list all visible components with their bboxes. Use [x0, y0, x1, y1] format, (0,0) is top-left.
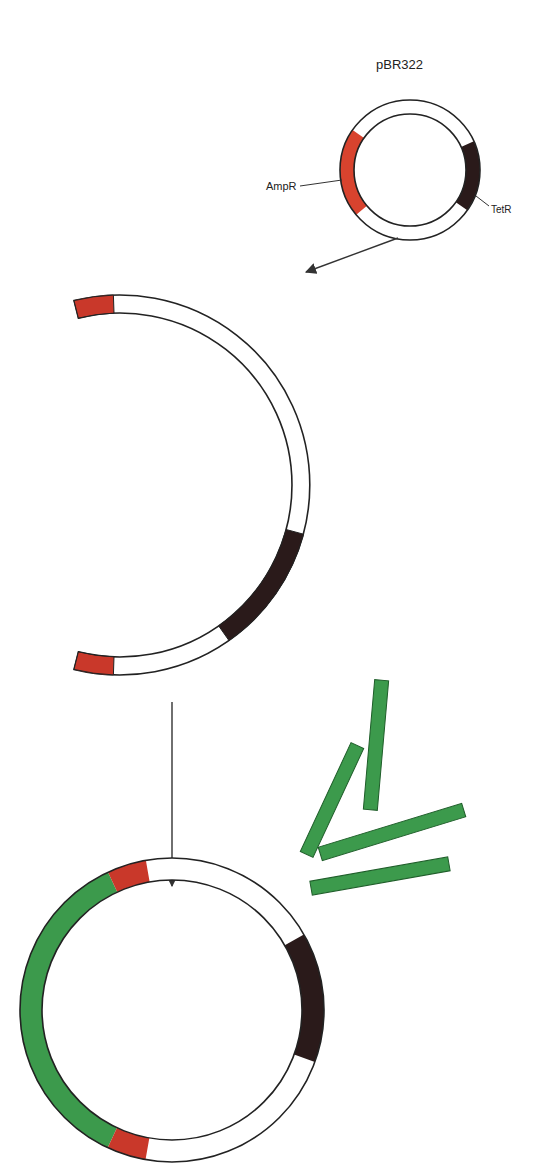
tet-gene: [347, 107, 473, 233]
plasmid-name: pBR322: [376, 58, 423, 72]
intact-plasmid: [340, 100, 480, 240]
leader-line: [476, 196, 489, 206]
process-arrow: [306, 238, 398, 272]
dna-fragments: [300, 680, 465, 895]
cut-plasmid: [74, 295, 310, 675]
gene-label: TetR: [491, 204, 512, 215]
leader-line: [300, 180, 342, 186]
recombinant-plasmid: [20, 858, 324, 1162]
gene-label: AmpR: [266, 180, 297, 192]
amp-gene: [347, 107, 473, 233]
